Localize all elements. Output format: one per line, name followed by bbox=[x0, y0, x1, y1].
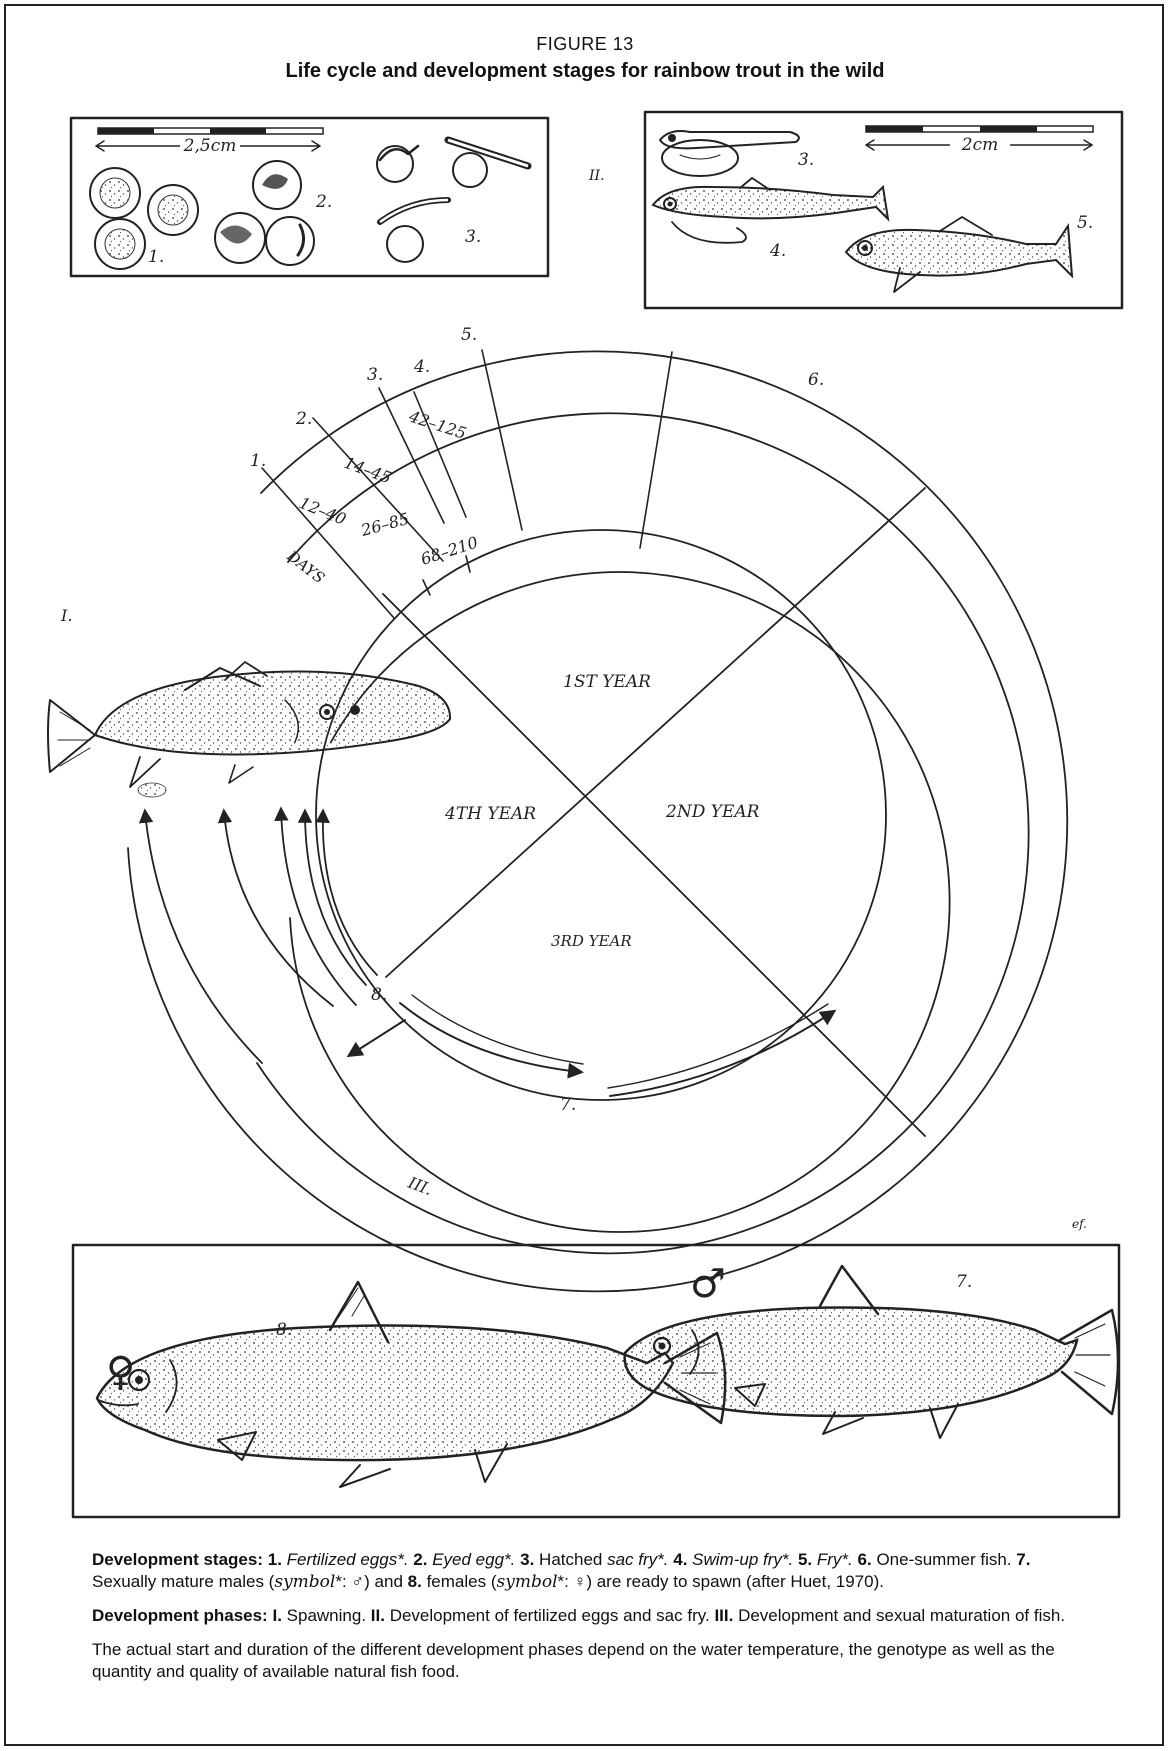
sac-fry-large-icon bbox=[660, 131, 799, 176]
day-range-5: 68–210 bbox=[418, 533, 480, 569]
phase-1-text: Spawning. bbox=[287, 1606, 366, 1625]
sac-fry-icon bbox=[377, 140, 528, 262]
stage-7-text-a: Sexually mature males ( bbox=[92, 1572, 274, 1591]
fry-icon bbox=[846, 217, 1072, 292]
stage-7-number: 7. bbox=[1016, 1550, 1030, 1569]
scale-label: 2,5cm bbox=[183, 136, 237, 156]
year-label-3: 3RD YEAR bbox=[551, 932, 632, 950]
scale-bar: 2,5cm bbox=[96, 128, 323, 156]
stage-1-number: 1. bbox=[268, 1550, 282, 1569]
development-phases-caption: Development phases: I. Spawning. II. Dev… bbox=[92, 1605, 1092, 1627]
cycle-stage-3: 3. bbox=[367, 365, 383, 385]
stage-8-text-b: *: ♀) are ready to spawn (after Huet, 19… bbox=[558, 1572, 884, 1591]
male-symbol: ♂ bbox=[690, 1261, 726, 1307]
fertilized-eggs-icon bbox=[90, 168, 198, 269]
arrow-number-7: 7. bbox=[560, 1095, 576, 1115]
stage-1-text: Fertilized eggs*. bbox=[287, 1550, 409, 1569]
return-arrows bbox=[145, 810, 377, 1063]
cycle-stage-6: 6. bbox=[808, 370, 824, 390]
phase-2-text: Development of fertilized eggs and sac f… bbox=[390, 1606, 710, 1625]
stage-4-text: Swim-up fry*. bbox=[692, 1550, 793, 1569]
female-trout-icon bbox=[97, 1282, 725, 1487]
stage-4-number: 4. bbox=[673, 1550, 687, 1569]
arrow-number-8: 8. bbox=[371, 985, 387, 1005]
egg-stages-panel: 2,5cm 1. 2. bbox=[71, 118, 548, 276]
stages-heading: Development stages: bbox=[92, 1550, 263, 1569]
stage-3-text-b: sac fry*. bbox=[607, 1550, 668, 1569]
phase-1-number: I. bbox=[272, 1606, 281, 1625]
phase-numeral-iii: III. bbox=[405, 1173, 435, 1199]
stage-7-text-b: *: ♂) and bbox=[335, 1572, 407, 1591]
year-label-4: 4TH YEAR bbox=[444, 804, 536, 824]
symbol-word-female: symbol bbox=[497, 1572, 558, 1592]
year-label-2: 2ND YEAR bbox=[665, 802, 760, 822]
maturation-arrows bbox=[350, 995, 833, 1096]
day-range-4: 26–85 bbox=[358, 509, 411, 540]
male-number: 7. bbox=[956, 1272, 972, 1292]
cycle-stage-2: 2. bbox=[295, 409, 312, 429]
stage-2-number: 2. bbox=[413, 1550, 427, 1569]
stage-3-text-a: Hatched bbox=[539, 1550, 607, 1569]
fry-stages-panel: 2cm 3. 4. 5. bbox=[645, 112, 1122, 308]
phases-heading: Development phases: bbox=[92, 1606, 268, 1625]
day-range-1: 12–40 bbox=[297, 493, 349, 529]
stage-6-number: 6. bbox=[858, 1550, 872, 1569]
cycle-stage-1: 1. bbox=[250, 451, 266, 471]
cycle-stage-5: 5. bbox=[461, 325, 477, 345]
swim-up-fry-icon bbox=[653, 178, 888, 243]
stage-number-5: 5. bbox=[1077, 213, 1093, 233]
day-range-3: 42–125 bbox=[406, 406, 469, 443]
phase-numeral-i: I. bbox=[60, 606, 72, 625]
stage-number-4: 4. bbox=[769, 241, 786, 261]
scale-bar-2: 2cm bbox=[866, 126, 1093, 155]
phase-2-number: II. bbox=[371, 1606, 385, 1625]
spawning-fish-icon bbox=[48, 662, 450, 797]
year-label-1: 1ST YEAR bbox=[563, 672, 651, 692]
stage-number-3: 3. bbox=[465, 227, 481, 247]
stage-8-text-a: females ( bbox=[427, 1572, 497, 1591]
scale-label-2: 2cm bbox=[961, 135, 998, 155]
phase-3-number: III. bbox=[714, 1606, 733, 1625]
figure-captions: Development stages: 1. Fertilized eggs*.… bbox=[92, 1549, 1092, 1695]
stage-number-2: 2. bbox=[315, 192, 332, 212]
stage-number-1: 1. bbox=[148, 247, 164, 267]
cycle-rings bbox=[128, 351, 1067, 1291]
stage-2-text: Eyed egg*. bbox=[432, 1550, 515, 1569]
day-range-2: 14–45 bbox=[342, 453, 394, 488]
phase-3-text: Development and sexual maturation of fis… bbox=[738, 1606, 1065, 1625]
symbol-word-male: symbol bbox=[274, 1572, 335, 1592]
stage-number-3b: 3. bbox=[798, 150, 814, 170]
artist-signature: ef. bbox=[1072, 1217, 1087, 1231]
days-label: DAYS bbox=[283, 546, 328, 587]
development-stages-caption: Development stages: 1. Fertilized eggs*.… bbox=[92, 1549, 1092, 1593]
phase-numeral-ii: II. bbox=[588, 168, 605, 184]
stage-5-number: 5. bbox=[798, 1550, 812, 1569]
stage-6-text: One-summer fish. bbox=[876, 1550, 1011, 1569]
eyed-eggs-icon bbox=[215, 161, 314, 265]
cycle-stage-4: 4. bbox=[413, 357, 430, 377]
stage-3-number: 3. bbox=[520, 1550, 534, 1569]
mature-fish-panel: ♀ 8. ♂ 7. bbox=[73, 1245, 1119, 1517]
stage-5-text: Fry*. bbox=[817, 1550, 853, 1569]
note-caption: The actual start and duration of the dif… bbox=[92, 1639, 1092, 1683]
stage-8-number: 8. bbox=[408, 1572, 422, 1591]
